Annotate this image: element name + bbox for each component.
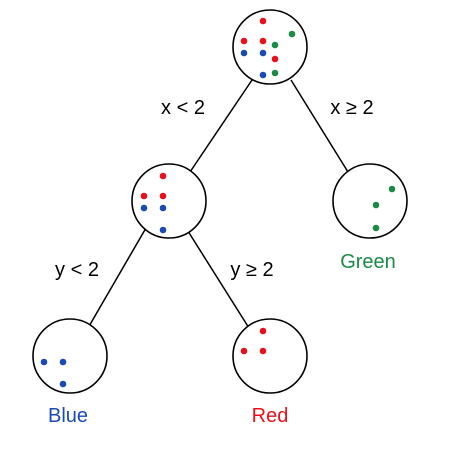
node-mid — [131, 163, 207, 239]
edge-mid-to-blue — [87, 227, 147, 329]
node-mid-circle — [131, 163, 207, 239]
point-blue — [140, 204, 148, 212]
point-red — [240, 37, 248, 45]
point-red — [240, 347, 248, 355]
split-label-mid-right: y ≥ 2 — [230, 259, 273, 281]
point-blue — [59, 358, 67, 366]
node-leaf-blue-circle — [32, 318, 108, 394]
point-green — [372, 224, 380, 232]
node-root-circle — [232, 9, 308, 85]
edge-mid-to-red — [185, 227, 250, 329]
node-leaf-green — [332, 163, 408, 239]
point-red — [259, 347, 267, 355]
point-blue — [259, 49, 267, 57]
point-red — [271, 55, 279, 63]
split-label-root-left: x < 2 — [161, 97, 205, 119]
point-blue — [59, 380, 67, 388]
node-leaf-green-circle — [332, 163, 408, 239]
node-leaf-blue — [32, 318, 108, 394]
edge-root-to-mid — [189, 79, 253, 173]
split-label-mid-left: y < 2 — [55, 259, 99, 281]
point-blue — [259, 71, 267, 79]
point-red — [259, 37, 267, 45]
point-green — [388, 185, 396, 193]
point-green — [372, 201, 380, 209]
point-blue — [159, 226, 167, 234]
node-leaf-red — [232, 318, 308, 394]
point-red — [159, 192, 167, 200]
point-red — [259, 17, 267, 25]
point-red — [259, 327, 267, 335]
split-label-root-right: x ≥ 2 — [330, 97, 373, 119]
node-root — [232, 9, 308, 85]
point-red — [159, 172, 167, 180]
leaf-label-red: Red — [252, 405, 289, 427]
point-blue — [40, 358, 48, 366]
point-blue — [240, 49, 248, 57]
node-leaf-red-circle — [232, 318, 308, 394]
point-blue — [159, 204, 167, 212]
point-green — [288, 30, 296, 38]
leaf-label-green: Green — [340, 251, 396, 273]
leaf-label-blue: Blue — [48, 405, 88, 427]
point-green — [271, 69, 279, 77]
point-green — [271, 41, 279, 49]
point-red — [140, 192, 148, 200]
edge-root-to-green — [290, 79, 349, 173]
